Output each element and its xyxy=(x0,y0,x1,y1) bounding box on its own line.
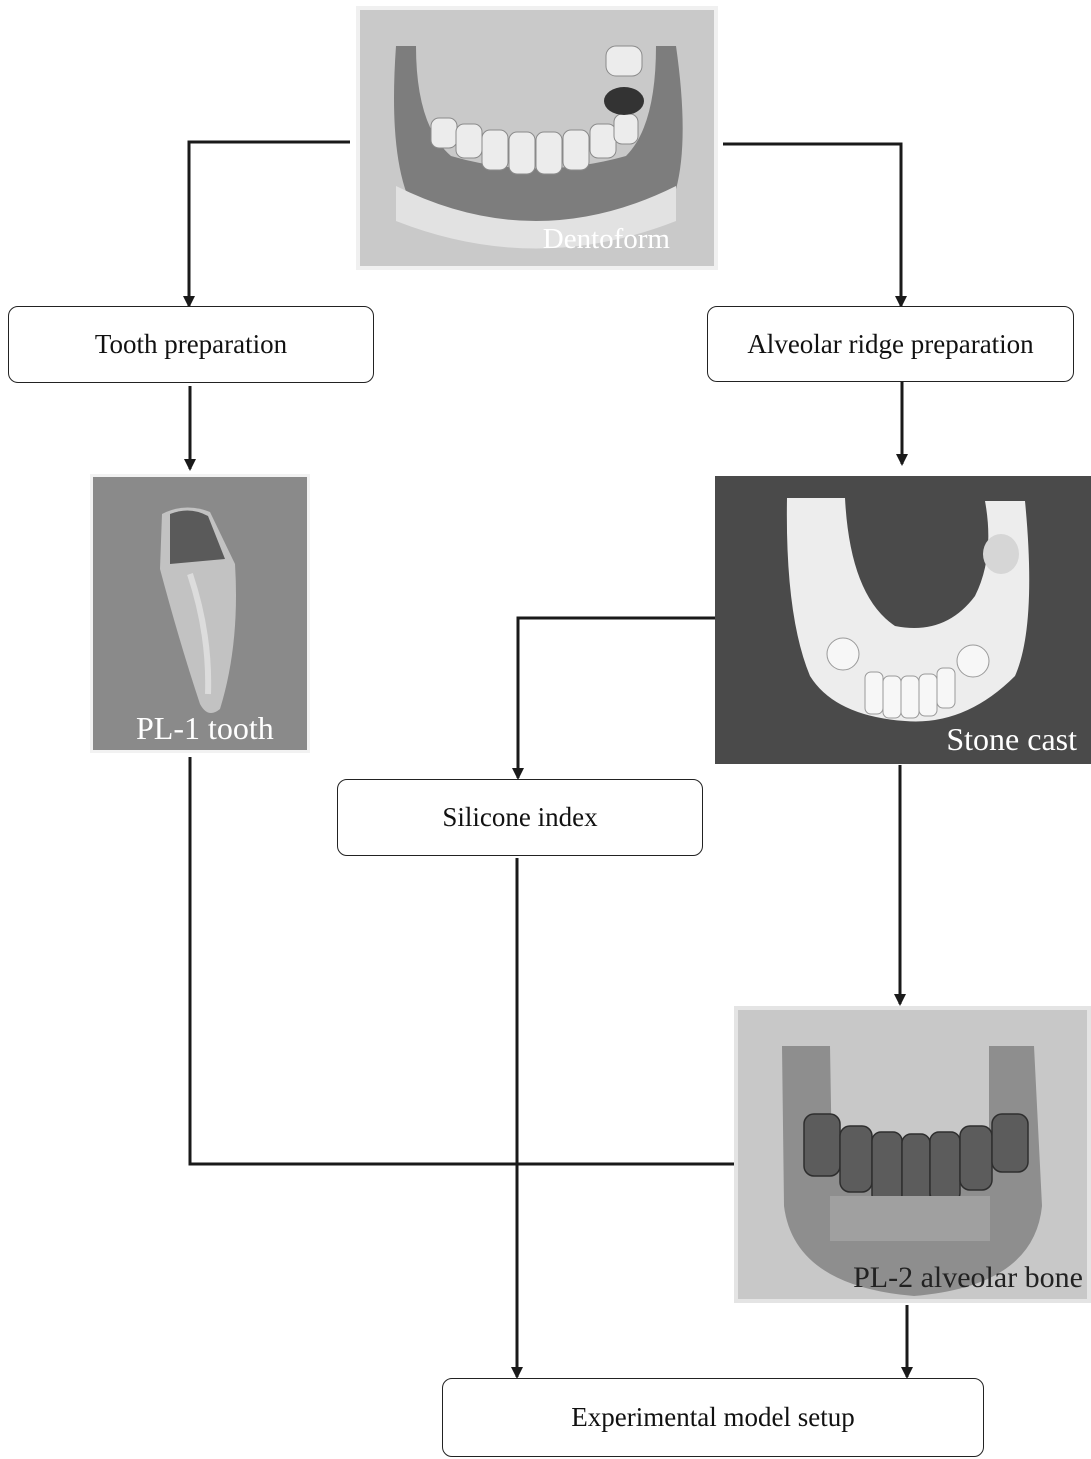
edge-dentoform-ridge-prep xyxy=(723,144,901,306)
alveolar-ridge-preparation-label: Alveolar ridge preparation xyxy=(747,329,1033,360)
dentoform-photo: Dentoform xyxy=(356,6,718,270)
pl2-alveolar-bone-photo: PL-2 alveolar bone xyxy=(734,1006,1091,1303)
silicone-index-box: Silicone index xyxy=(337,779,703,856)
experimental-model-setup-box: Experimental model setup xyxy=(442,1378,984,1457)
stone-cast-photo: Stone cast xyxy=(715,476,1091,764)
dentoform-label: Dentoform xyxy=(543,223,670,256)
alveolar-ridge-preparation-box: Alveolar ridge preparation xyxy=(707,306,1074,382)
experimental-model-setup-label: Experimental model setup xyxy=(571,1402,854,1433)
edge-stone-cast-silicone xyxy=(518,618,718,778)
pl1-tooth-label: PL-1 tooth xyxy=(136,710,274,747)
tooth-preparation-label: Tooth preparation xyxy=(95,329,287,360)
pl1-tooth-photo: PL-1 tooth xyxy=(90,474,310,753)
edge-dentoform-tooth-prep xyxy=(189,142,350,306)
tooth-preparation-box: Tooth preparation xyxy=(8,306,374,383)
silicone-index-label: Silicone index xyxy=(442,802,597,833)
pl2-alveolar-bone-label: PL-2 alveolar bone xyxy=(853,1261,1083,1295)
stone-cast-label: Stone cast xyxy=(946,721,1077,758)
